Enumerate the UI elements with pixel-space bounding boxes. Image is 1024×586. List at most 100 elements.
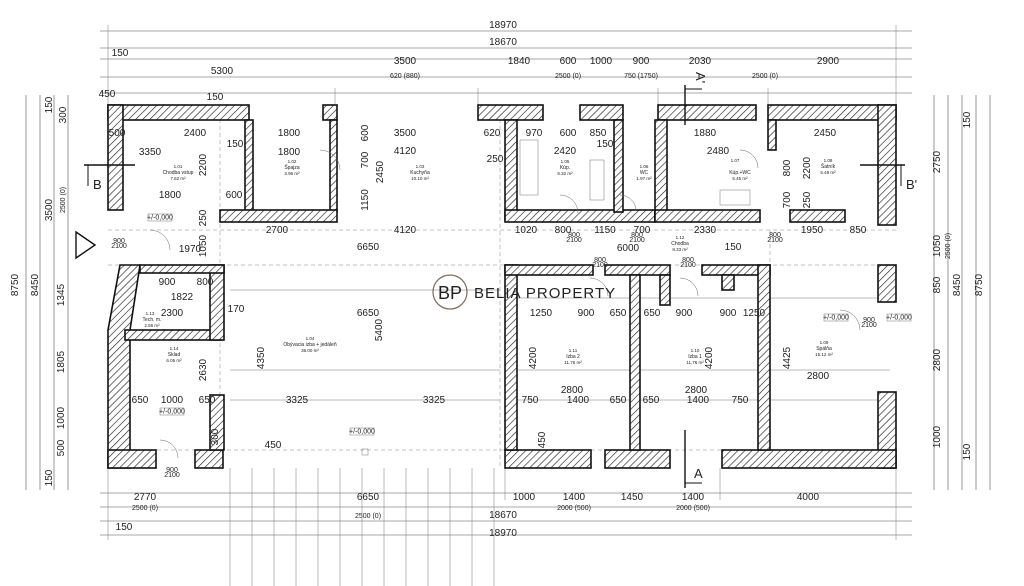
svg-text:1.02: 1.02 [288, 159, 297, 164]
dim-text: 650 [199, 395, 216, 406]
dim-text: 900 [159, 277, 176, 288]
dim-text: 4000 [797, 492, 820, 503]
dims-right: 150 2750 1050 2500 (0) 8450 8750 850 280… [932, 111, 985, 460]
opening-mark: 2100 [111, 243, 127, 250]
dim-text: 4120 [394, 146, 417, 157]
svg-text:Obývacia izba + jedáleň: Obývacia izba + jedáleň [283, 342, 336, 348]
dim-text: 1000 [513, 492, 536, 503]
dim-text: 700 [782, 191, 793, 208]
dim-text: 1400 [682, 492, 705, 503]
dim-text: 2420 [554, 146, 577, 157]
dim-text: 6650 [357, 308, 380, 319]
dimension-lines [25, 25, 991, 540]
svg-text:Kúp.+WC: Kúp.+WC [729, 170, 751, 176]
dim-text: 750 (1750) [624, 73, 658, 80]
section-label: A [694, 466, 703, 481]
dim-text: 850 [850, 225, 867, 236]
dim-text: 1020 [515, 225, 538, 236]
dim-text: 1050 [198, 234, 209, 257]
opening-mark: 2100 [566, 237, 582, 244]
svg-text:8.33 m²: 8.33 m² [672, 247, 688, 252]
section-label: A' [693, 72, 708, 83]
dim-text: 2450 [814, 128, 837, 139]
dims-left: 150 300 3500 2500 (0) 8750 8450 1345 180… [10, 96, 69, 486]
dim-text: 5300 [211, 66, 234, 77]
dim-text: 650 [643, 395, 660, 406]
svg-text:1.14: 1.14 [170, 346, 179, 351]
section-label: B' [906, 177, 917, 192]
svg-text:1.10: 1.10 [691, 348, 700, 353]
dim-text: 18670 [489, 37, 517, 48]
dim-text: 800 [782, 159, 793, 176]
room-label: 1.03 Kuchyňa 10.10 m² [410, 164, 430, 181]
dim-text: 1805 [56, 350, 67, 373]
dim-text: 600 [560, 56, 577, 67]
dim-text: 1400 [563, 492, 586, 503]
dim-text: 1800 [278, 128, 301, 139]
dim-text: 150 [116, 522, 133, 533]
dim-text: 2800 [561, 385, 584, 396]
dim-text: 150 [597, 139, 614, 150]
dim-text: 3325 [423, 395, 446, 406]
dim-text: 2030 [689, 56, 712, 67]
watermark-text: BELIA PROPERTY [474, 285, 616, 302]
dim-text: 150 [44, 469, 55, 486]
room-label: 1.08 Šatník 5.49 m² [820, 158, 836, 175]
dim-text: 150 [207, 92, 224, 103]
room-label: 1.12 Chodba 8.33 m² [671, 235, 689, 252]
room-label: 1.07 Kúp.+WC 5.45 m² [729, 158, 751, 181]
room-labels: 1.01 Chodba vstup 7.62 m² 1.02 Špajza 3.… [143, 158, 837, 365]
dim-text: 300 [210, 428, 221, 445]
dim-text: 150 [962, 443, 973, 460]
dim-text: 1345 [56, 283, 67, 306]
dim-text: 150 [725, 242, 742, 253]
dim-text: 2500 (0) [555, 73, 581, 80]
svg-text:1.07: 1.07 [731, 158, 740, 163]
dim-text: 5400 [374, 318, 385, 341]
dim-text: 1840 [508, 56, 531, 67]
svg-text:36.00 m²: 36.00 m² [301, 348, 319, 353]
dim-text: 3500 [44, 198, 55, 221]
svg-text:WC: WC [640, 170, 649, 176]
logo-letters: BP [438, 283, 462, 303]
svg-text:10.10 m²: 10.10 m² [411, 176, 429, 181]
dim-text: 1450 [621, 492, 644, 503]
dim-text: 8750 [974, 273, 985, 296]
svg-text:Špajza: Špajza [284, 164, 300, 171]
dim-text: 900 [578, 308, 595, 319]
walls [107, 104, 897, 469]
dim-text: 250 [487, 154, 504, 165]
level-mark: +/-0,000 [886, 315, 912, 322]
dim-text: 970 [526, 128, 543, 139]
dim-text: 1000 [56, 406, 67, 429]
dim-text: 600 [360, 124, 371, 141]
svg-text:Spálňa: Spálňa [816, 346, 832, 352]
dim-text: 2750 [932, 150, 943, 173]
dim-text: 4200 [704, 346, 715, 369]
dim-text: 2500 (0) [355, 513, 381, 520]
dim-text: 2480 [707, 146, 730, 157]
dim-text: 150 [44, 96, 55, 113]
dim-text: 1150 [594, 225, 616, 236]
dim-text: 2800 [685, 385, 708, 396]
section-lines: B B' A A' [84, 72, 917, 488]
svg-text:15.12 m²: 15.12 m² [815, 352, 833, 357]
room-label: 1.11 Izba 2 11.76 m² [564, 348, 582, 365]
dim-text: 450 [265, 440, 282, 451]
dim-text: 6000 [617, 243, 640, 254]
opening-mark: 2100 [164, 472, 180, 479]
dim-text: 1250 [530, 308, 553, 319]
svg-text:Tech. m.: Tech. m. [143, 317, 162, 323]
dim-text: 2330 [694, 225, 717, 236]
opening-mark: 2100 [680, 262, 696, 269]
level-mark: +/-0,000 [349, 429, 375, 436]
terrace-lines [229, 468, 495, 586]
dim-text: 2000 (500) [676, 505, 710, 512]
dim-text: 2200 [198, 153, 209, 176]
opening-mark: 800 [594, 257, 606, 264]
dim-text: 6650 [357, 492, 380, 503]
dim-text: 18970 [489, 20, 517, 31]
dim-text: 1000 [161, 395, 184, 406]
dim-text: 2000 (500) [557, 505, 591, 512]
